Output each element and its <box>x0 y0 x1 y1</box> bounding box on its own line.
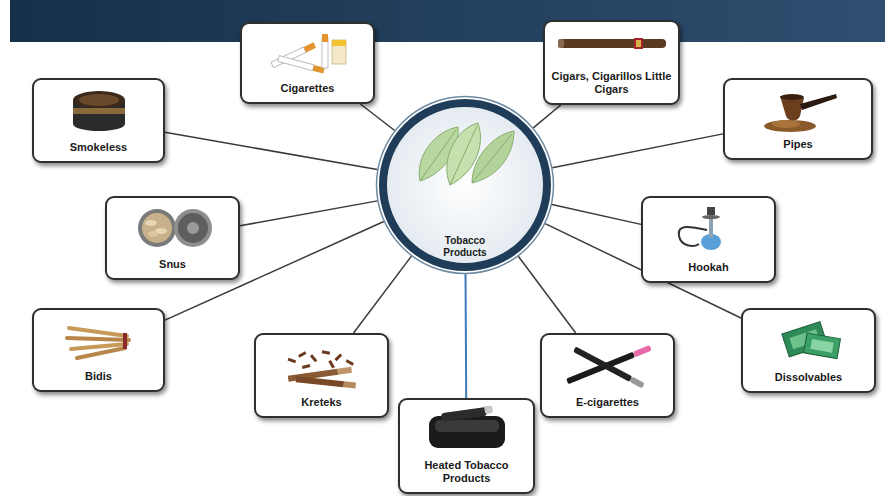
heated-tobacco-device-icon <box>407 406 527 452</box>
connector-line <box>533 105 560 128</box>
snus-tins-icon <box>113 204 233 252</box>
hub-circle: Tobacco Products <box>375 95 555 275</box>
hub-ring-fill <box>383 103 547 267</box>
product-box: Snus <box>105 196 240 280</box>
node-label: Pipes <box>783 138 812 151</box>
node-label: Tobacco Products <box>433 235 497 259</box>
connector-line <box>165 132 377 169</box>
product-box: Heated Tobacco Products <box>398 398 535 494</box>
connector-line <box>240 201 377 226</box>
connector-line <box>552 204 641 224</box>
product-box: Pipes <box>723 78 873 160</box>
product-box: E-cigarettes <box>540 333 675 418</box>
e-cigarettes-icon <box>548 341 668 389</box>
product-box: Cigars, Cigarillos Little Cigars <box>543 20 680 105</box>
header-band-fill <box>10 0 885 42</box>
dissolvables-icon <box>749 316 869 364</box>
product-box: Cigarettes <box>240 22 375 104</box>
bidis-icon <box>39 316 159 364</box>
node-label: Cigars, Cigarillos Little Cigars <box>549 70 674 96</box>
product-box: Bidis <box>32 308 165 392</box>
node-label: Dissolvables <box>775 371 842 384</box>
smokeless-tin-icon <box>39 86 159 134</box>
hub-outer-line <box>377 97 554 274</box>
node-label: Hookah <box>688 261 728 274</box>
cigar-icon <box>552 28 672 58</box>
connector-line <box>354 256 412 333</box>
connector-line <box>518 256 575 333</box>
node-label: Smokeless <box>70 141 127 154</box>
cigarettes-icon <box>248 30 368 78</box>
connector-line <box>465 274 468 398</box>
product-box: Dissolvables <box>741 308 876 393</box>
connector-line <box>360 104 394 130</box>
node-label: Bidis <box>85 370 112 383</box>
node-label: Cigarettes <box>281 82 335 95</box>
node-label: Snus <box>159 258 186 271</box>
hookah-icon <box>649 204 769 252</box>
node-label: Heated Tobacco Products <box>404 459 529 485</box>
pipe-icon <box>738 86 858 134</box>
product-box: Hookah <box>641 196 776 283</box>
product-box: Smokeless <box>32 78 165 163</box>
node-label: Kreteks <box>301 396 341 409</box>
product-box: Kreteks <box>254 333 389 418</box>
connector-line <box>552 134 723 168</box>
node-label: E-cigarettes <box>576 396 639 409</box>
kreteks-icon <box>262 341 382 389</box>
tobacco-leaves <box>410 121 520 191</box>
